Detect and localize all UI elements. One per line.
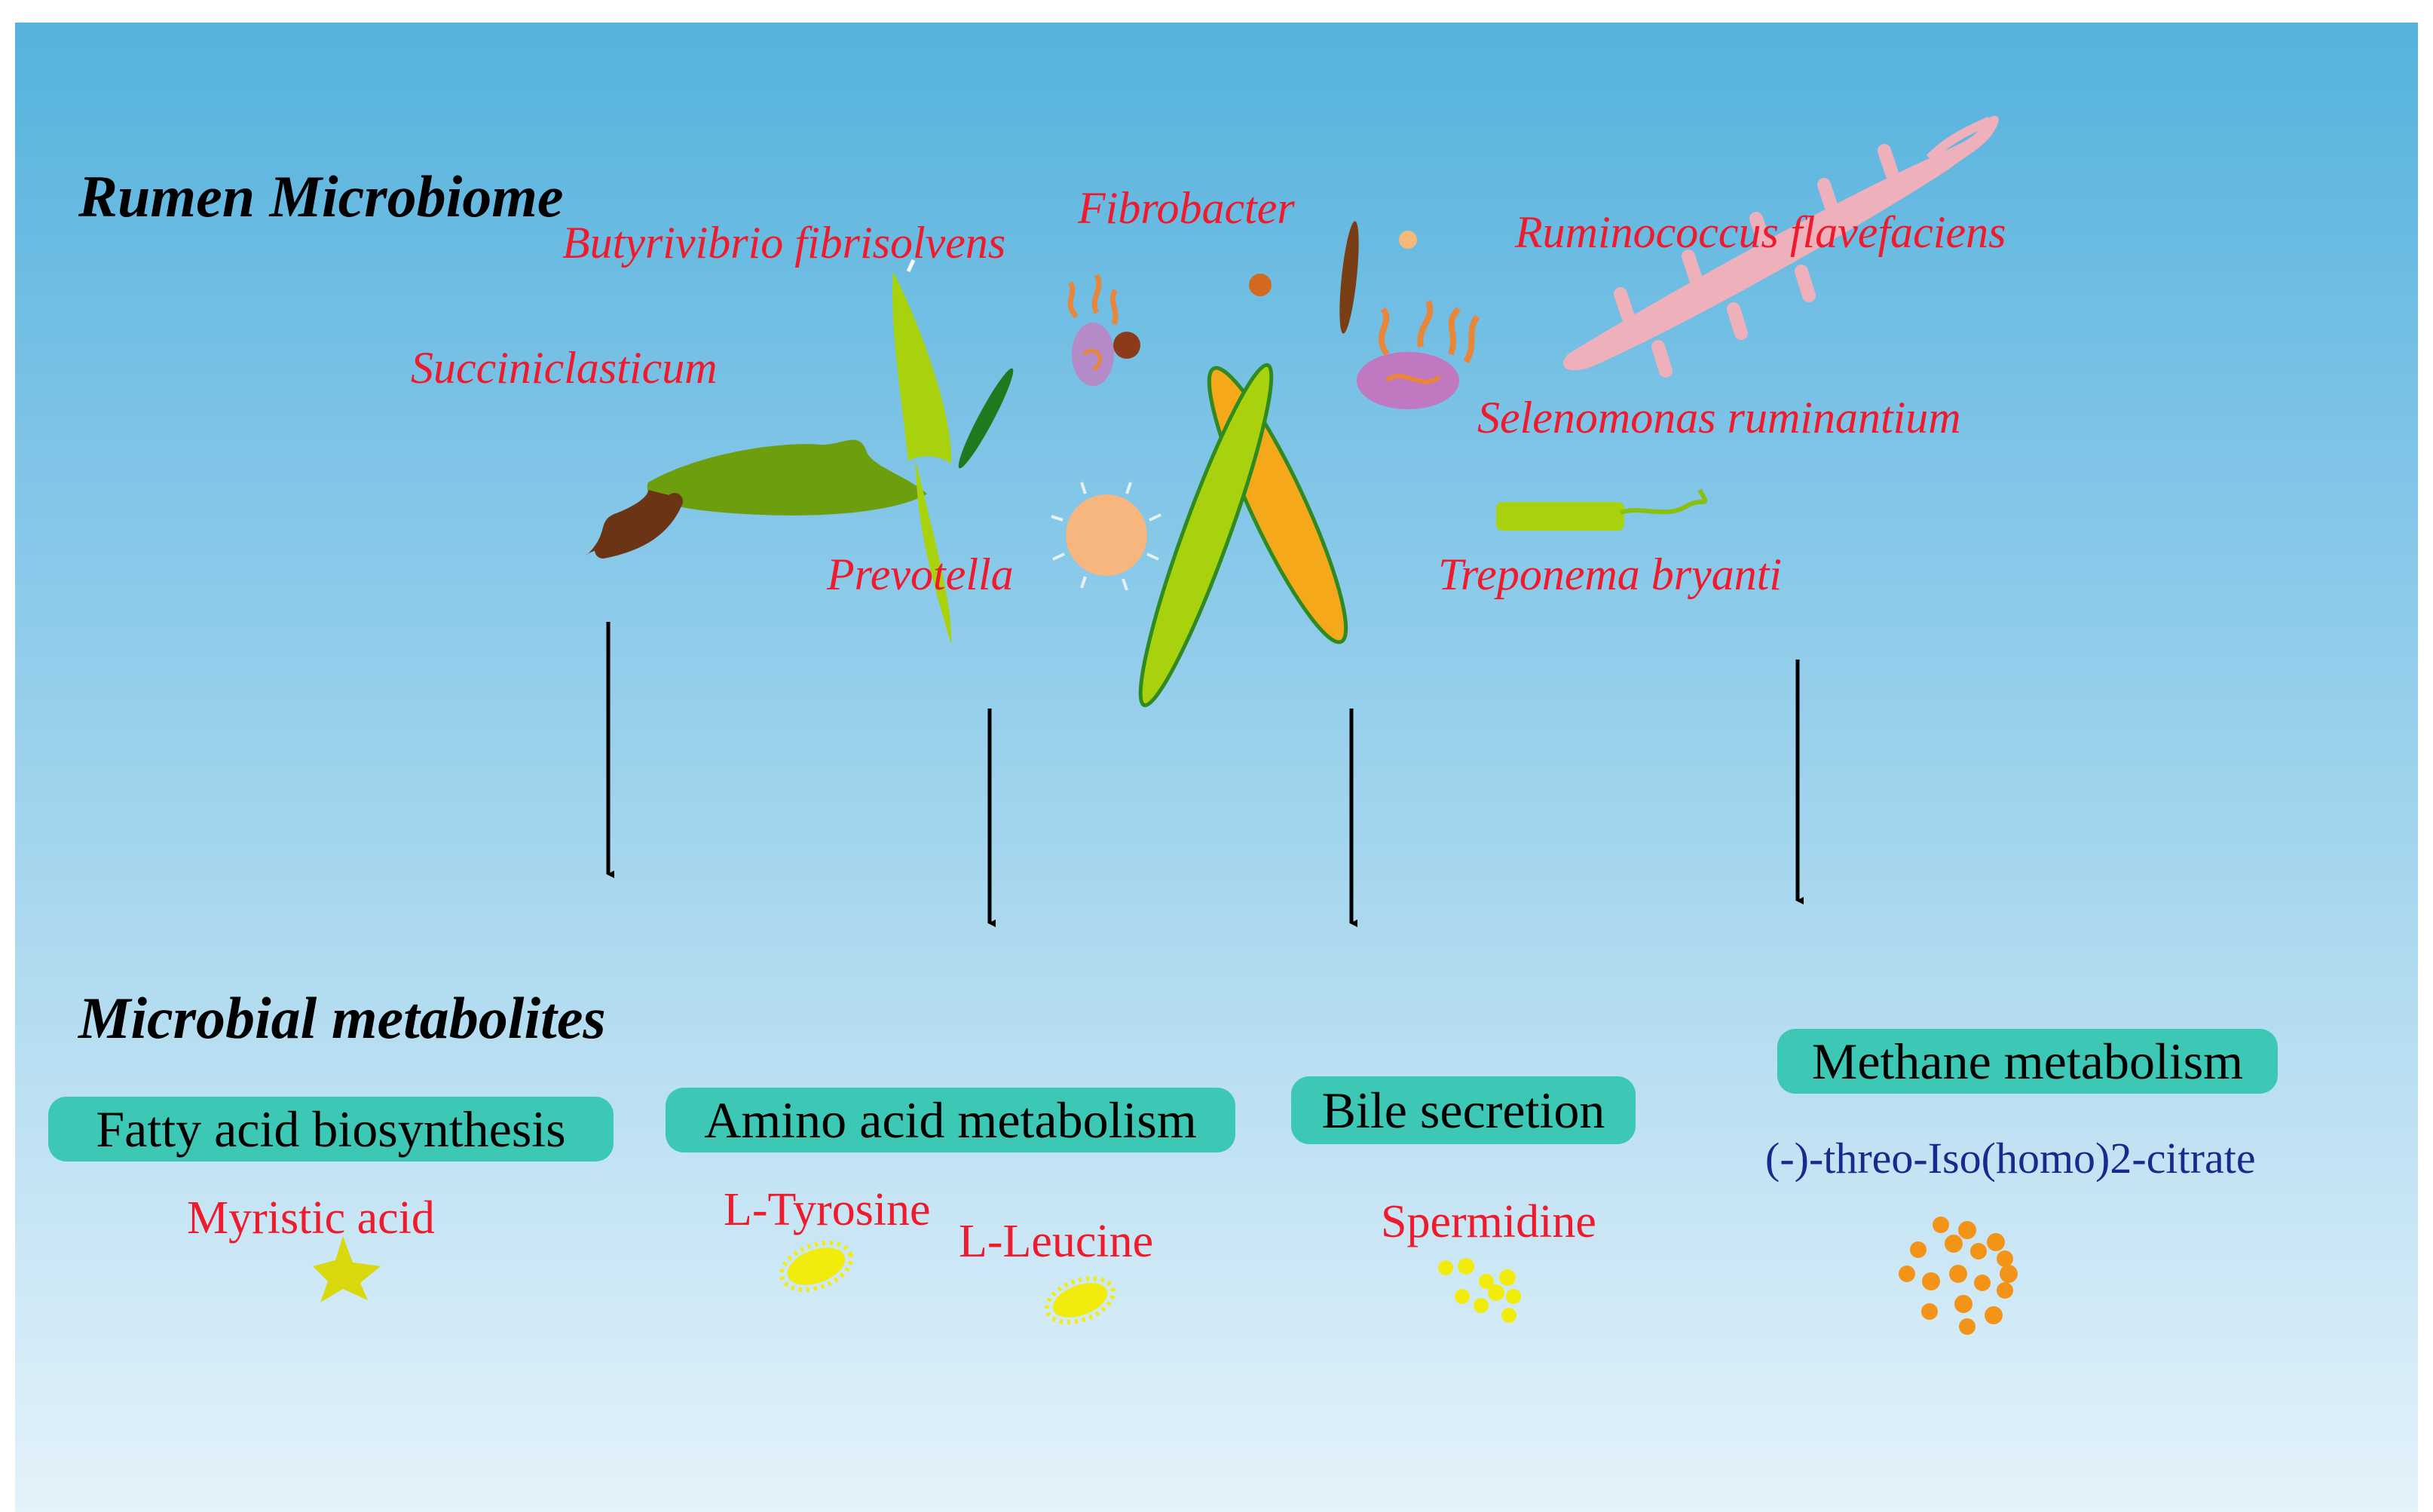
- label-l-tyrosine: L-Tyrosine: [724, 1184, 931, 1235]
- label-prevotella: Prevotella: [827, 549, 1014, 599]
- pathway-methane: Methane metabolism: [1777, 1029, 2278, 1094]
- label-selenomonas: Selenomonas ruminantium: [1477, 393, 1961, 442]
- label-citrate: (-)-threo-Iso(homo)2-citrate: [1765, 1134, 2256, 1183]
- ruminococcus-cell: [1563, 115, 1999, 378]
- pathway-fatty-acid: Fatty acid biosynthesis: [48, 1097, 614, 1162]
- label-butyrivibrio: Butyrivibrio fibrisolvens: [562, 218, 1006, 268]
- butyrivibrio-cell: [1067, 274, 1140, 386]
- fibrobacter-coccus: [1249, 274, 1272, 296]
- treponema-cell: [1496, 488, 1708, 531]
- spermidine-dots-icon: [1438, 1258, 1521, 1323]
- label-spermidine: Spermidine: [1381, 1196, 1596, 1247]
- succiniclasticum-cell: [586, 439, 927, 559]
- label-fibrobacter: Fibrobacter: [1078, 183, 1295, 233]
- label-ruminococcus: Ruminococcus flavefaciens: [1515, 207, 2006, 257]
- citrate-dots-icon: [1899, 1217, 2018, 1335]
- crossed-rods: [1138, 363, 1348, 708]
- small-coccus: [1399, 231, 1417, 249]
- orange-coccus: [1051, 482, 1161, 591]
- label-myristic-acid: Myristic acid: [187, 1192, 435, 1244]
- gradient-background: [15, 23, 2418, 1512]
- pathway-amino-acid: Amino acid metabolism: [666, 1088, 1235, 1152]
- myristic-star-icon: [313, 1236, 381, 1302]
- tyrosine-icon: [779, 1240, 854, 1293]
- label-l-leucine: L-Leucine: [959, 1216, 1154, 1267]
- heading-microbial-metabolites: Microbial metabolites: [78, 985, 606, 1051]
- selenomonas-cell: [1357, 300, 1480, 409]
- label-succiniclasticum: Succiniclasticum: [411, 343, 718, 393]
- leucine-icon: [1044, 1275, 1116, 1325]
- prevotella-cell: [892, 259, 1014, 644]
- fibrobacter-rod: [1339, 221, 1359, 334]
- pathway-bile-secretion: Bile secretion: [1291, 1076, 1636, 1144]
- heading-rumen-microbiome: Rumen Microbiome: [78, 164, 564, 229]
- label-treponema: Treponema bryanti: [1438, 549, 1783, 599]
